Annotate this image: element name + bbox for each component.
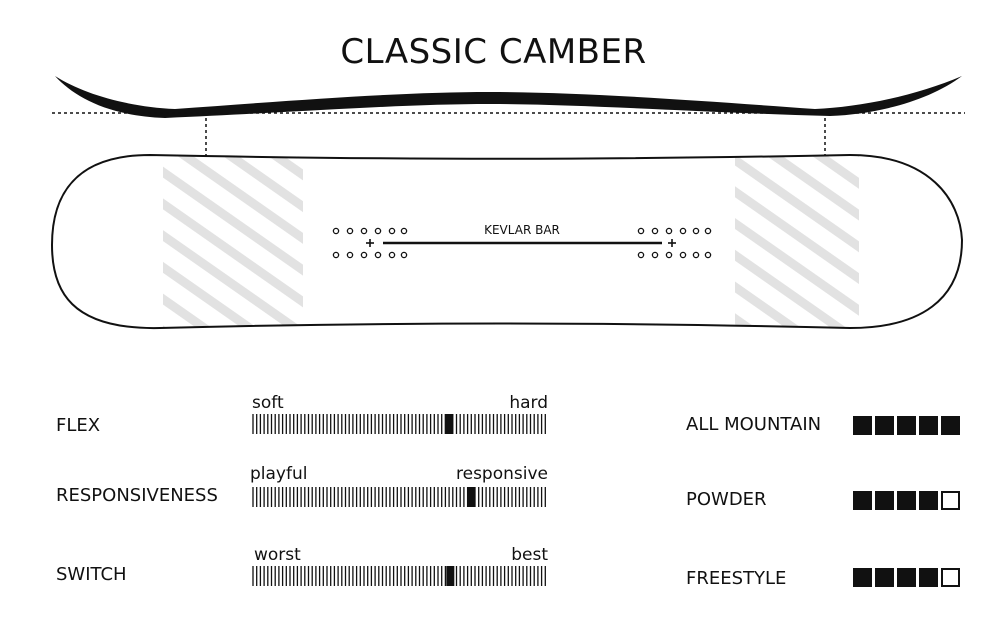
scale-left-flex: soft: [252, 393, 284, 413]
rating-all-mountain: [853, 416, 960, 435]
board-outline: [50, 153, 964, 330]
rating-square-filled: [853, 416, 872, 435]
rating-freestyle: [853, 568, 960, 587]
rating-square-filled: [853, 568, 872, 587]
camber-profile: [55, 76, 962, 118]
plus-mark-left: [366, 239, 374, 247]
scale-right-switch: best: [511, 545, 548, 565]
rating-powder: [853, 491, 960, 510]
scale-left-switch: worst: [254, 545, 301, 565]
scale-marker: [446, 566, 455, 586]
rating-square-filled: [875, 491, 894, 510]
rating-square-filled: [853, 491, 872, 510]
category-label-freestyle: FREESTYLE: [686, 568, 787, 589]
scale-right-flex: hard: [509, 393, 548, 413]
inserts-left: [332, 227, 408, 259]
rating-square-filled: [919, 568, 938, 587]
rating-square-filled: [897, 568, 916, 587]
category-label-all-mountain: ALL MOUNTAIN: [686, 414, 822, 435]
board-diagram: KEVLAR BAR: [50, 76, 965, 330]
switch-scale: [252, 566, 546, 586]
page-title: CLASSIC CAMBER: [340, 32, 647, 72]
flex-scale: [252, 414, 546, 434]
scale-left-responsiveness: playful: [250, 464, 308, 484]
stat-label-flex: FLEX: [56, 415, 101, 436]
inserts-right: [637, 227, 712, 259]
stat-label-switch: SWITCH: [56, 564, 127, 585]
hatch-zone-right: [735, 155, 859, 329]
scale-marker: [467, 487, 476, 507]
rating-square-empty: [941, 568, 960, 587]
rating-square-filled: [897, 491, 916, 510]
rating-square-filled: [897, 416, 916, 435]
rating-square-filled: [875, 416, 894, 435]
scale-right-responsiveness: responsive: [456, 464, 548, 484]
scale-marker: [444, 414, 453, 434]
rating-square-filled: [875, 568, 894, 587]
stat-label-responsiveness: RESPONSIVENESS: [56, 485, 218, 506]
rating-square-filled: [941, 416, 960, 435]
rating-square-filled: [919, 491, 938, 510]
rating-square-filled: [919, 416, 938, 435]
kevlar-bar-label: KEVLAR BAR: [484, 223, 560, 237]
category-label-powder: POWDER: [686, 489, 767, 510]
plus-mark-right: [668, 239, 676, 247]
hatch-zone-left: [163, 155, 303, 329]
rating-square-empty: [941, 491, 960, 510]
responsiveness-scale: [252, 487, 546, 507]
